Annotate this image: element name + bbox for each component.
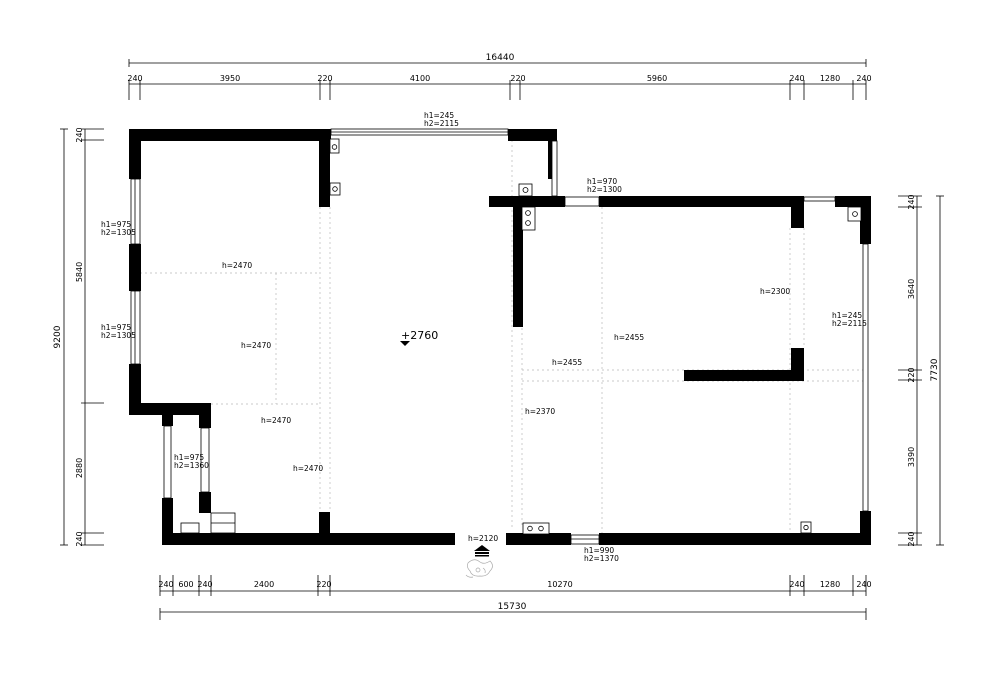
bottom-dim-9: 240 bbox=[856, 580, 871, 589]
left-dim-2: 5840 bbox=[75, 262, 84, 282]
bottom-dim-7: 240 bbox=[789, 580, 804, 589]
upper-right-window-h2: h2=1300 bbox=[587, 185, 622, 194]
right-dim-3: 220 bbox=[907, 367, 916, 382]
bottom-dim-5: 220 bbox=[316, 580, 331, 589]
top-total-dimension: 16440 bbox=[486, 53, 515, 63]
walls bbox=[129, 129, 871, 545]
top-dim-4: 4100 bbox=[410, 74, 430, 83]
lower-left-window-h2: h2=1360 bbox=[174, 461, 209, 470]
beam-lines bbox=[140, 140, 866, 533]
bottom-dim-3: 240 bbox=[197, 580, 212, 589]
left-dim-1: 240 bbox=[75, 127, 84, 142]
top-dimension-chain: 16440 240 3950 220 4100 220 5960 240 128… bbox=[127, 53, 872, 100]
top-dim-8: 1280 bbox=[820, 74, 840, 83]
beam-label-7: h=2455 bbox=[552, 358, 582, 367]
top-window-h2: h2=2115 bbox=[424, 119, 459, 128]
top-dim-6: 5960 bbox=[647, 74, 667, 83]
upper-right-window-h1: h1=970 bbox=[587, 177, 617, 186]
windows bbox=[130, 128, 869, 545]
right-dim-2: 3640 bbox=[907, 279, 916, 299]
beam-label-1: h=2470 bbox=[222, 261, 252, 270]
right-total-dimension: 7730 bbox=[930, 358, 940, 381]
bottom-dim-6: 10270 bbox=[547, 580, 572, 589]
beam-label-2: h=2470 bbox=[241, 341, 271, 350]
bottom-dimension-chain: 240 600 240 2400 220 10270 240 1280 240 … bbox=[158, 575, 872, 620]
left-dim-3: 2880 bbox=[75, 458, 84, 478]
fixtures bbox=[180, 138, 862, 535]
right-window-h1: h1=245 bbox=[832, 311, 862, 320]
entrance-arrow-icon bbox=[474, 545, 490, 557]
top-window-h1: h1=245 bbox=[424, 111, 454, 120]
bottom-dim-1: 240 bbox=[158, 580, 173, 589]
beam-labels: h=2470 h=2470 h=2470 h=2470 h=2300 h=245… bbox=[222, 261, 790, 473]
left-dim-4: 240 bbox=[75, 531, 84, 546]
top-dim-3: 220 bbox=[317, 74, 332, 83]
lower-left-window-h1: h1=975 bbox=[174, 453, 204, 462]
left-window-1-h1: h1=975 bbox=[101, 220, 131, 229]
ceiling-height-marker: +2760 bbox=[400, 329, 438, 346]
left-window-2-h1: h1=975 bbox=[101, 323, 131, 332]
bottom-dim-4: 2400 bbox=[254, 580, 274, 589]
top-dim-9: 240 bbox=[856, 74, 871, 83]
entrance-height: h=2120 bbox=[468, 534, 498, 543]
top-dim-2: 3950 bbox=[220, 74, 240, 83]
top-dim-5: 220 bbox=[510, 74, 525, 83]
beam-label-8: h=2370 bbox=[525, 407, 555, 416]
bottom-dim-8: 1280 bbox=[820, 580, 840, 589]
bottom-total-dimension: 15730 bbox=[498, 602, 527, 612]
opening-annotations: h1=245 h2=2115 h1=970 h2=1300 h1=975 h2=… bbox=[101, 111, 867, 563]
watermark-icon bbox=[465, 559, 493, 578]
beam-label-3: h=2470 bbox=[261, 416, 291, 425]
beam-label-6: h=2455 bbox=[614, 333, 644, 342]
right-window-h2: h2=2115 bbox=[832, 319, 867, 328]
left-total-dimension: 9200 bbox=[53, 325, 63, 348]
right-dimension-chain: 240 3640 220 3390 240 7730 bbox=[898, 194, 944, 547]
left-window-1-h2: h2=1305 bbox=[101, 228, 136, 237]
right-dim-1: 240 bbox=[907, 194, 916, 209]
beam-label-5: h=2300 bbox=[760, 287, 790, 296]
top-dim-7: 240 bbox=[789, 74, 804, 83]
right-dim-4: 3390 bbox=[907, 447, 916, 467]
right-dim-5: 240 bbox=[907, 531, 916, 546]
left-window-2-h2: h2=1305 bbox=[101, 331, 136, 340]
ceiling-height-label: +2760 bbox=[401, 329, 438, 342]
bottom-window-h2: h2=1370 bbox=[584, 554, 619, 563]
bottom-dim-2: 600 bbox=[178, 580, 193, 589]
top-dim-1: 240 bbox=[127, 74, 142, 83]
bottom-window-h1: h1=990 bbox=[584, 546, 614, 555]
beam-label-4: h=2470 bbox=[293, 464, 323, 473]
left-dimension-chain: 9200 240 5840 2880 240 bbox=[53, 127, 104, 547]
